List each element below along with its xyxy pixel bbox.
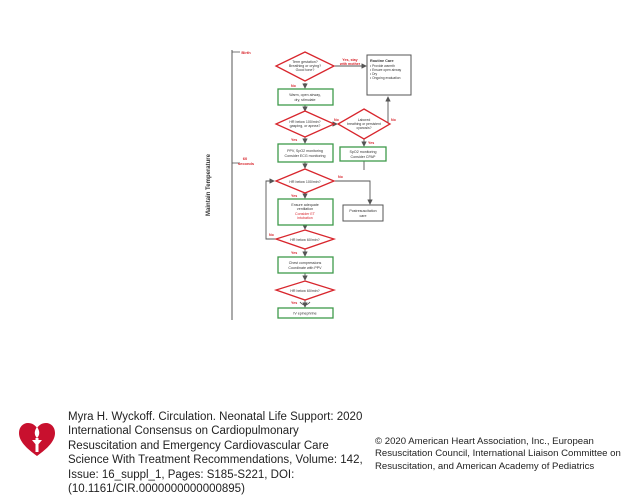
svg-text:SpO2 monitoring: SpO2 monitoring [350,150,377,154]
connectors [265,63,391,308]
svg-text:Consider ECG monitoring: Consider ECG monitoring [285,154,326,158]
box-ppv-spo2: PPV, SpO2 monitoring Consider ECG monito… [277,143,334,163]
sixty-label: 60 [243,156,248,161]
svg-text:Consider ET: Consider ET [295,212,316,216]
decision-hr-below-60-second: HR below 60/min? [273,280,337,301]
box-postresuscitation-care: Postresuscitation care [342,204,384,222]
svg-text:Consider CPAP: Consider CPAP [351,155,377,159]
svg-text:• Ongoing evaluation: • Ongoing evaluation [370,76,401,80]
label-yes-3: Yes [368,141,374,145]
decision-term-gestation: Term gestation? Breathing or crying? Goo… [274,51,336,82]
svg-text:IV epinephrine: IV epinephrine [293,312,316,316]
box-ensure-ventilation: Ensure adequate ventilation Consider ET … [277,198,334,226]
maintain-temperature-label: Maintain Temperature [206,154,212,216]
decision-hr-below-100: HR below 100/min? [274,168,336,194]
svg-text:Ensure adequate: Ensure adequate [291,203,318,207]
label-yes-stay: Yes, stay [342,58,357,62]
label-yes-4: Yes [291,194,297,198]
svg-text:Coordinate with PPV: Coordinate with PPV [288,266,322,270]
box-warm-open-airway: Warm, open airway, dry, stimulate [277,88,334,106]
svg-text:Routine Care: Routine Care [370,59,394,63]
label-with-mother: with mother [339,62,361,66]
decision-hr-below-60-first: HR below 60/min? [273,229,337,250]
label-no-5: No [269,233,275,237]
svg-text:• Ensure open airway: • Ensure open airway [370,68,402,72]
neonatal-resuscitation-flowchart: Term gestation? Breathing or crying? Goo… [231,50,412,320]
label-no-3: No [391,118,397,122]
birth-label: Birth [241,50,251,55]
heart-torch-logo [19,423,55,456]
decision-hr-below-100-apnea: HR below 100/min? gasping, or apnea? [274,110,336,138]
label-no-4: No [338,175,344,179]
box-spo2-cpap: SpO2 monitoring Consider CPAP [339,146,387,162]
svg-text:Warm, open airway,: Warm, open airway, [289,93,321,97]
svg-text:cyanosis?: cyanosis? [356,126,371,130]
seconds-label: seconds [238,161,255,166]
svg-text:ventilation: ventilation [297,207,313,211]
label-no-2: No [334,118,340,122]
decision-labored-breathing: Labored breathing or persistent cyanosis… [336,108,392,140]
svg-text:• Provide warmth: • Provide warmth [370,64,395,68]
svg-text:Labored: Labored [358,118,371,122]
svg-text:gasping, or apnea?: gasping, or apnea? [290,124,321,128]
box-iv-epinephrine: IV epinephrine [277,307,334,319]
svg-text:Postresuscitation: Postresuscitation [349,209,376,213]
box-chest-compressions: Chest compressions Coordinate with PPV [277,256,334,274]
svg-text:intubation: intubation [297,216,313,220]
svg-text:PPV, SpO2 monitoring: PPV, SpO2 monitoring [287,149,323,153]
svg-text:Breathing or crying?: Breathing or crying? [289,64,321,68]
svg-text:• Dry: • Dry [370,72,378,76]
box-routine-care: Routine Care • Provide warmth • Ensure o… [366,54,412,96]
svg-text:HR below 100/min?: HR below 100/min? [289,120,320,124]
label-yes-6: Yes [291,301,297,305]
svg-text:care: care [360,214,367,218]
svg-text:Term gestation?: Term gestation? [292,60,318,64]
label-yes-2: Yes [291,138,297,142]
svg-text:Good tone?: Good tone? [296,68,315,72]
svg-text:HR below 60/min?: HR below 60/min? [290,238,319,242]
svg-text:dry, stimulate: dry, stimulate [294,98,315,102]
citation-text: Myra H. Wyckoff. Circulation. Neonatal L… [68,411,363,496]
svg-text:Chest compressions: Chest compressions [289,261,322,265]
copyright-text: © 2020 American Heart Association, Inc.,… [375,436,621,472]
label-no-1: No [291,84,297,88]
svg-text:HR below 60/min?: HR below 60/min? [290,289,319,293]
label-yes-5: Yes [291,251,297,255]
svg-text:HR below 100/min?: HR below 100/min? [289,180,320,184]
svg-text:breathing or persistent: breathing or persistent [347,122,381,126]
